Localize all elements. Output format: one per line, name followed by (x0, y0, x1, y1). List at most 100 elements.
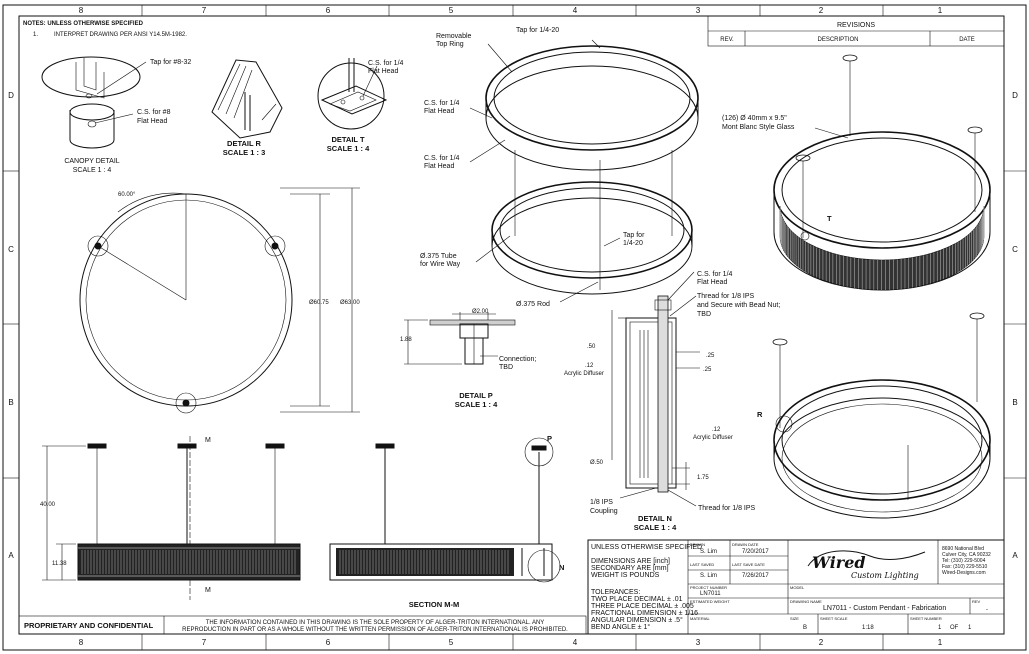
tb-tol-two: TWO PLACE DECIMAL ± .01 (591, 596, 683, 603)
revisions-col-date: DATE (959, 37, 975, 43)
detail-n-scale: SCALE 1 : 4 (634, 523, 677, 532)
zone-row-a: A (8, 551, 14, 560)
detail-n-cs-line2: Flat Head (697, 279, 727, 286)
tb-tol-ang: ANGULAR DIMENSION ± .5° (591, 616, 683, 624)
iso-label-t: T (827, 214, 832, 223)
zone-row-b-right: B (1012, 398, 1017, 407)
tb-drawing-name: LN7011 - Custom Pendant - Fabrication (823, 605, 946, 612)
section-label-p: P (547, 434, 552, 443)
exploded-cs2-line2: Flat Head (424, 163, 454, 170)
tb-saved-label: LAST SAVED (690, 562, 714, 567)
exploded-tap2-line2: 1/4-20 (623, 240, 643, 247)
iso-label-r: R (757, 410, 763, 419)
exploded-tap-top: Tap for 1/4-20 (516, 27, 559, 34)
zone-col-1-bottom: 1 (938, 638, 943, 647)
detail-n-dim-50b: Ø.50 (590, 460, 604, 466)
revisions-col-rev: REV. (720, 37, 734, 43)
revisions-table: REVISIONS REV. DESCRIPTION DATE (707, 15, 1005, 47)
front-m-top: M (205, 437, 211, 444)
tb-addr5: Wired-Designs.com (942, 570, 986, 576)
tb-drawn-by: S. Lim (700, 549, 717, 555)
top-view-dia-inner: Ø60.75 (309, 300, 329, 306)
tb-drawn-date: 7/20/2017 (742, 549, 769, 555)
exploded-rod: Ø.375 Rod (516, 301, 550, 308)
zone-ticks (3, 5, 1026, 650)
detail-r: DETAIL R SCALE 1 : 3 (211, 59, 283, 157)
iso-glass-line2: Mont Blanc Style Glass (722, 124, 795, 131)
notes-item-text: INTERPRET DRAWING PER ANSI Y14.5M-1982. (54, 32, 187, 38)
revisions-title: REVISIONS (837, 22, 875, 29)
proprietary-line1: THE INFORMATION CONTAINED IN THIS DRAWIN… (206, 620, 545, 626)
zone-row-c-right: C (1012, 245, 1018, 254)
zone-row-b: B (8, 398, 13, 407)
zone-labels: 8 7 6 5 4 3 2 1 8 7 6 5 4 3 2 1 D C B A … (8, 6, 1018, 647)
canopy-scale: SCALE 1 : 4 (73, 167, 112, 174)
zone-row-a-right: A (1012, 551, 1018, 560)
iso-view-fins (779, 206, 985, 290)
proprietary-strip: PROPRIETARY AND CONFIDENTIAL THE INFORMA… (18, 615, 587, 635)
tb-dims-secondary: SECONDARY ARE [mm] (591, 565, 669, 572)
tb-size-label: SIZE (790, 616, 799, 621)
revisions-col-desc: DESCRIPTION (817, 37, 858, 43)
zone-col-6-bottom: 6 (326, 638, 331, 647)
zone-col-6: 6 (326, 6, 331, 15)
detail-n-dim-12a: .12 (585, 363, 594, 369)
canopy-title: CANOPY DETAIL (64, 158, 119, 165)
detail-p-conn-line1: Connection; (499, 356, 536, 363)
tb-scale-label: SHEET SCALE (820, 616, 848, 621)
tb-sheet-total: 1 (968, 625, 972, 631)
detail-r-scale: SCALE 1 : 3 (223, 148, 266, 157)
outer-border (2, 4, 1027, 651)
detail-p-dim-188: 1.88 (400, 337, 412, 343)
notes-item-number: 1. (33, 32, 38, 38)
detail-r-title: DETAIL R (227, 139, 261, 148)
tb-addr1: 8690 National Blvd (942, 546, 984, 552)
tb-model-label: MODEL (790, 585, 805, 590)
zone-col-5-bottom: 5 (449, 638, 454, 647)
front-view: M M 40.00 11.38 (40, 436, 301, 600)
zone-col-2-bottom: 2 (819, 638, 824, 647)
tb-saved-by: S. Lim (700, 573, 717, 579)
exploded-ring-line2: Top Ring (436, 41, 464, 48)
front-m-bottom: M (205, 587, 211, 594)
tb-rev-label: REV (972, 599, 981, 604)
detail-p-title: DETAIL P (459, 391, 492, 400)
zone-col-4: 4 (573, 6, 578, 15)
iso-glass-line1: (126) Ø 40mm x 9.5" (722, 115, 787, 122)
notes-title: NOTES: UNLESS OTHERWISE SPECIFIED (23, 21, 144, 27)
exploded-cs2-line1: C.S. for 1/4 (424, 155, 460, 162)
zone-col-3: 3 (696, 6, 701, 15)
detail-n-dim-12b: .12 (712, 427, 721, 433)
top-view-dia-outer: Ø63.00 (340, 300, 360, 306)
top-view-plan: 60.00° Ø60.75 Ø63.00 (79, 187, 360, 414)
section-label-n: N (559, 563, 564, 572)
tb-tolerances: TOLERANCES: (591, 589, 640, 596)
exploded-view: Tap for 1/4-20 Removable Top Ring C.S. f… (420, 27, 699, 308)
zone-row-d-right: D (1012, 91, 1018, 100)
tb-tol-frac: FRACTIONAL DIMENSION ± 1/16 (591, 610, 698, 617)
exploded-tube-line1: Ø.375 Tube (420, 253, 457, 260)
exploded-cs1-line2: Flat Head (424, 108, 454, 115)
tb-weight: WEIGHT IS POUNDS (591, 572, 660, 579)
exploded-cs1-line1: C.S. for 1/4 (424, 100, 460, 107)
proprietary-label: PROPRIETARY AND CONFIDENTIAL (24, 621, 154, 630)
tb-tol-bend: BEND ANGLE ± 1° (591, 623, 650, 631)
exploded-tap2-line1: Tap for (623, 232, 645, 239)
tb-material-label: MATERIAL (690, 616, 710, 621)
zone-row-d: D (8, 91, 14, 100)
detail-n-coupling-line1: 1/8 IPS (590, 499, 613, 506)
zone-col-7-bottom: 7 (202, 638, 207, 647)
detail-n-thread1-line2: and Secure with Bead Nut; (697, 302, 780, 309)
logo-sub: Custom Lighting (851, 571, 919, 580)
detail-t: C.S. for 1/4 Flat Head DETAIL T SCALE 1 … (317, 58, 404, 153)
front-view-fins (81, 550, 296, 574)
detail-p-dim-200: Ø2.00 (472, 309, 489, 315)
tb-sheet-num: 1 (938, 625, 942, 631)
tb-addr2: Culver City, CA 90232 (942, 552, 991, 558)
detail-t-scale: SCALE 1 : 4 (327, 144, 370, 153)
canopy-cs-line1: C.S. for #8 (137, 109, 171, 116)
exploded-tube-line2: for Wire Way (420, 261, 461, 268)
tb-addr4: Fax: (310) 229-5510 (942, 564, 988, 570)
zone-col-2: 2 (819, 6, 824, 15)
